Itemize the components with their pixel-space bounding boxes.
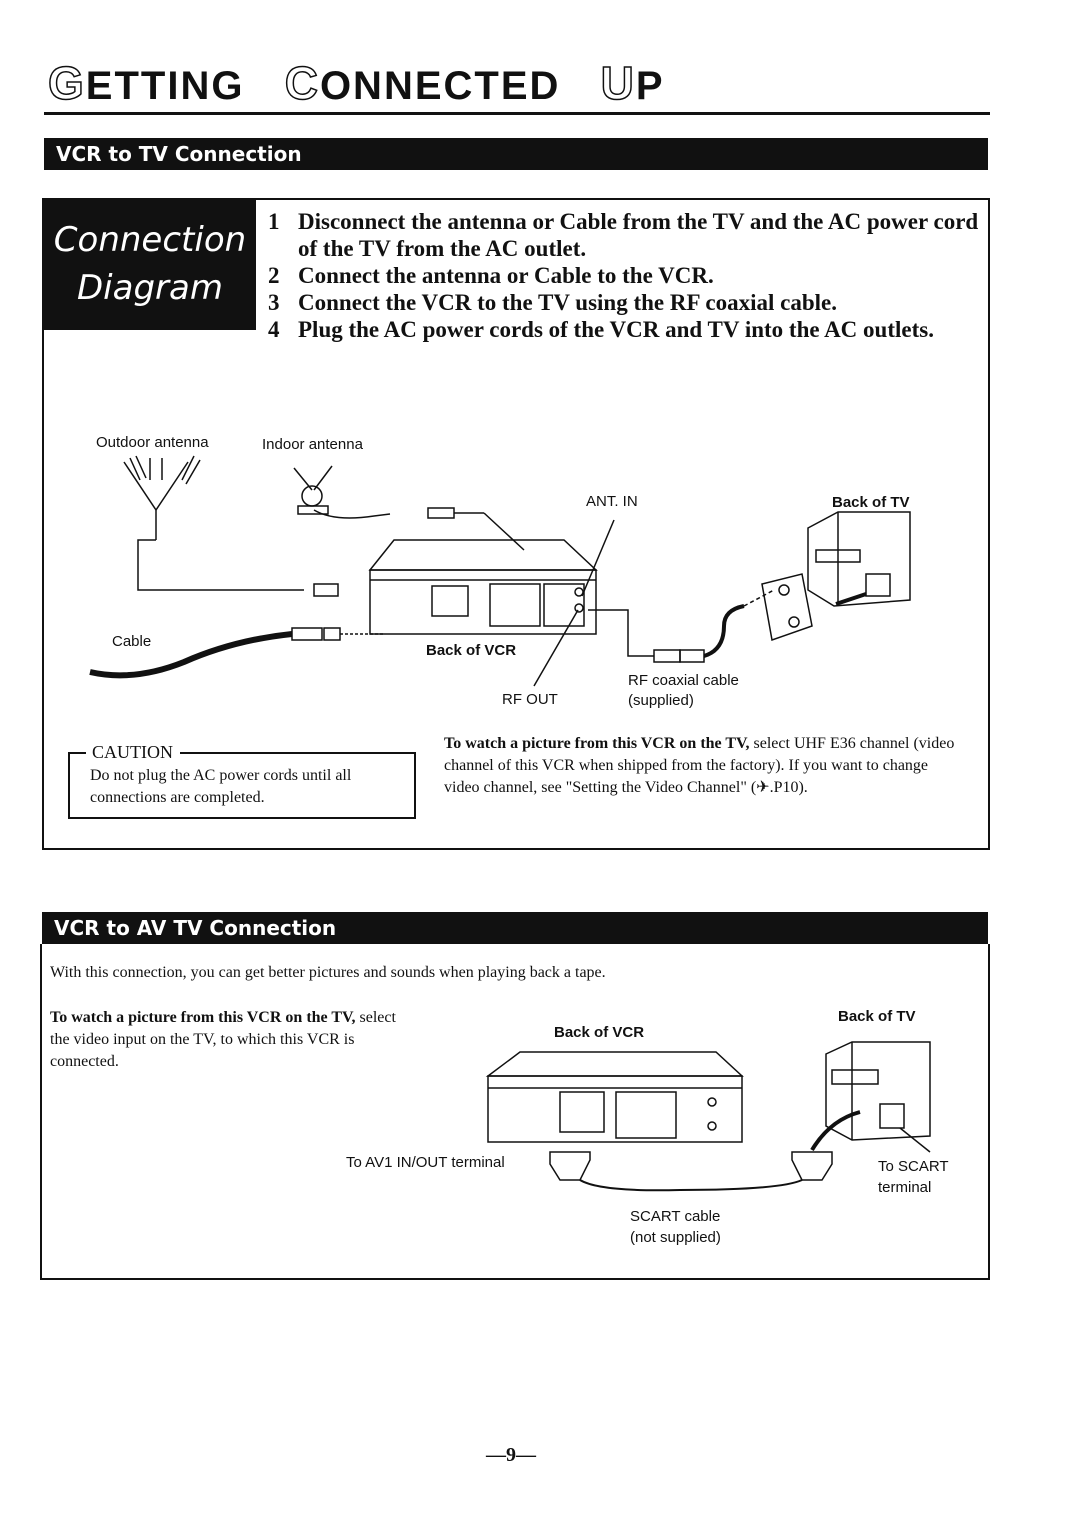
watch-note: To watch a picture from this VCR on the … [444,733,964,799]
to-av1-label: To AV1 IN/OUT terminal [346,1154,505,1171]
caution-title: CAUTION [88,742,177,763]
step-text: Connect the VCR to the TV using the RF c… [298,290,838,315]
section2-intro: With this connection, you can get better… [50,964,606,981]
outdoor-antenna-label: Outdoor antenna [96,434,209,451]
indoor-antenna-icon [293,465,525,551]
back-of-vcr-label: Back of VCR [426,642,517,659]
caution-text: Do not plug the AC power cords until all… [90,767,352,806]
connection-label: Connection [53,220,247,260]
vcr-back-icon [485,1051,744,1143]
watch-note-text: select UHF E36 channel (video channel of… [444,735,955,796]
vcr-back-icon [368,539,598,635]
caution-rule [68,752,86,754]
vcr-av-tv-connection-diagram [485,1041,931,1192]
not-supplied-label: (not supplied) [630,1229,721,1246]
wall-outlet-icon [761,573,813,641]
scart-cable-label: SCART cable [630,1208,721,1225]
title-cap: C [284,56,320,110]
step-text: Disconnect the antenna or Cable from the… [298,209,979,261]
step-text: Plug the AC power cords of the VCR and T… [298,317,934,342]
tv-back-icon [825,1041,931,1153]
scart-connector-icon [549,1151,833,1181]
step-number: 1 [268,209,280,234]
section-bar-vcr-tv: VCR to TV Connection [44,138,988,170]
section1-panel [42,198,990,850]
title-cap: G [47,56,86,110]
title-rule [44,112,990,115]
outdoor-antenna-icon [123,455,339,597]
title-word: P [635,64,665,108]
supplied-label: (supplied) [628,692,694,709]
watch-note-bold: To watch a picture from this VCR on the … [444,735,750,752]
steps-list: 1 Disconnect the antenna or Cable from th… [268,208,980,343]
cable-label: Cable [112,633,152,650]
page-number: —9— [486,1444,536,1466]
watch-note-bold: To watch a picture from this VCR on the … [50,1009,356,1026]
step-item: 1 Disconnect the antenna or Cable from th… [268,208,980,262]
rf-out-label: RF OUT [502,691,558,708]
connection-diagram-box: Connection Diagram [44,200,256,330]
section-bar-vcr-av-tv: VCR to AV TV Connection [42,912,988,944]
page-title: GETTING CONNECTED UP [47,56,665,110]
title-word: ONNECTED [319,64,561,108]
step-number: 4 [268,317,280,342]
tv-back-icon [807,511,911,607]
watch-note-text: select the video input on the TV, to whi… [50,1009,396,1070]
diagram-label: Diagram [77,268,223,308]
title-cap: U [600,56,636,110]
caution-rule [180,752,416,754]
to-scart-label: To SCART [878,1158,949,1175]
step-number: 2 [268,263,280,288]
step-item: 2 Connect the antenna or Cable to the VCR… [268,262,980,289]
back-of-vcr-label: Back of VCR [554,1024,645,1041]
indoor-antenna-label: Indoor antenna [262,436,363,453]
caution-box: Do not plug the AC power cords until all… [68,753,416,819]
step-number: 3 [268,290,280,315]
step-item: 3 Connect the VCR to the TV using the RF … [268,289,980,316]
rf-coaxial-cable-label: RF coaxial cable [628,672,739,689]
step-text: Connect the antenna or Cable to the VCR. [298,263,714,288]
rf-coaxial-cable-icon [588,589,775,663]
section-title: VCR to AV TV Connection [54,916,337,940]
section2-panel [40,944,990,1280]
terminal-label: terminal [878,1179,932,1196]
vcr-tv-connection-diagram [89,455,911,687]
back-of-tv-label: Back of TV [832,494,910,511]
section-title: VCR to TV Connection [56,142,302,166]
back-of-tv-label: Back of TV [838,1008,916,1025]
ant-in-label: ANT. IN [586,493,638,510]
cable-icon [89,627,384,679]
section2-watch-note: To watch a picture from this VCR on the … [50,1007,400,1073]
step-item: 4 Plug the AC power cords of the VCR and … [268,316,980,343]
title-word: ETTING [85,64,245,108]
